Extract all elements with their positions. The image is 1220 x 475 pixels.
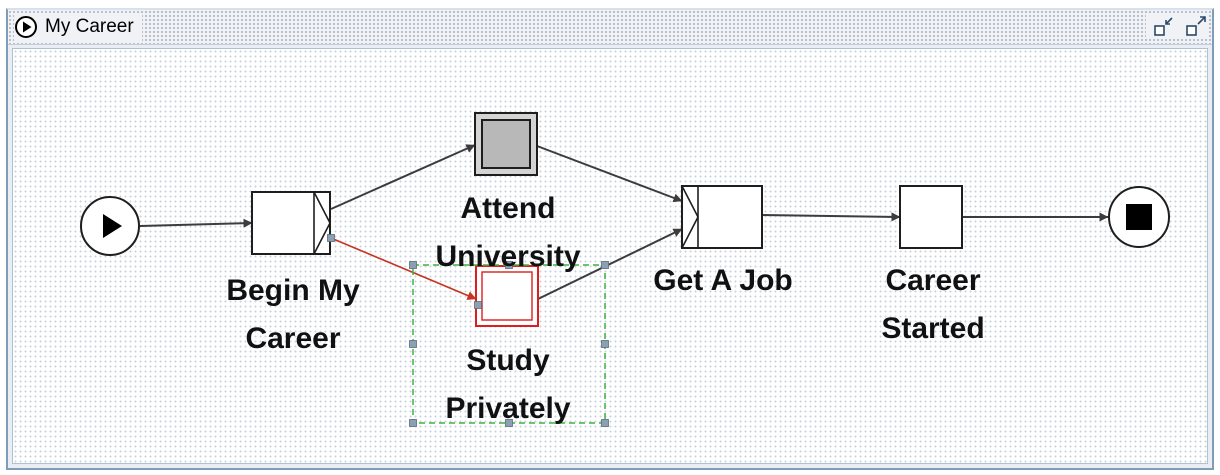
resize-handle[interactable]: [505, 419, 513, 427]
node-attend[interactable]: [474, 112, 538, 176]
node-career[interactable]: [899, 185, 963, 249]
node-label-line: Attend: [460, 192, 556, 225]
workflow-diagram: [80, 112, 1170, 427]
node-getjob[interactable]: [681, 185, 763, 249]
node-label-line: Career: [245, 322, 341, 355]
career-window: My Career: [6, 8, 1214, 470]
resize-handle[interactable]: [601, 340, 609, 348]
edge-getjob-to-career[interactable]: [761, 212, 901, 222]
resize-handle[interactable]: [409, 419, 417, 427]
resize-handle[interactable]: [505, 261, 513, 269]
node-label-getjob: Get A Job: [633, 257, 813, 305]
edge-attend-to-getjob[interactable]: [536, 145, 683, 203]
resize-handle[interactable]: [601, 261, 609, 269]
node-label-line: Begin My: [226, 274, 360, 307]
stop-icon: [1126, 204, 1152, 230]
edge-study-to-getjob[interactable]: [537, 228, 683, 300]
node-label-line: Career: [885, 264, 981, 297]
window-titlebar: My Career: [8, 10, 1212, 45]
edge-begin-to-attend[interactable]: [330, 144, 476, 210]
window-controls: [1146, 15, 1208, 39]
resize-handle[interactable]: [409, 261, 417, 269]
node-label-line: Started: [881, 312, 985, 345]
play-icon: [103, 214, 122, 238]
node-begin[interactable]: [251, 191, 331, 255]
minimize-icon[interactable]: [1152, 15, 1176, 39]
node-label-line: Study: [466, 344, 550, 377]
edge-start-to-begin[interactable]: [139, 218, 253, 228]
node-end[interactable]: [1108, 186, 1170, 248]
window-title: My Career: [45, 16, 134, 37]
node-label-line: Privately: [445, 392, 571, 425]
node-label-begin: Begin My Career: [193, 267, 393, 363]
node-label-line: Get A Job: [653, 264, 793, 297]
node-study[interactable]: [475, 265, 539, 327]
resize-handle[interactable]: [409, 340, 417, 348]
maximize-icon[interactable]: [1184, 15, 1208, 39]
resize-handle[interactable]: [601, 419, 609, 427]
edge-handle[interactable]: [474, 301, 482, 309]
circle-play-icon[interactable]: [14, 15, 38, 39]
title-group: My Career: [14, 13, 142, 41]
edge-handle[interactable]: [327, 234, 335, 242]
edge-begin-to-study[interactable]: [330, 237, 477, 300]
node-start[interactable]: [80, 196, 140, 256]
node-label-line: University: [435, 240, 581, 273]
